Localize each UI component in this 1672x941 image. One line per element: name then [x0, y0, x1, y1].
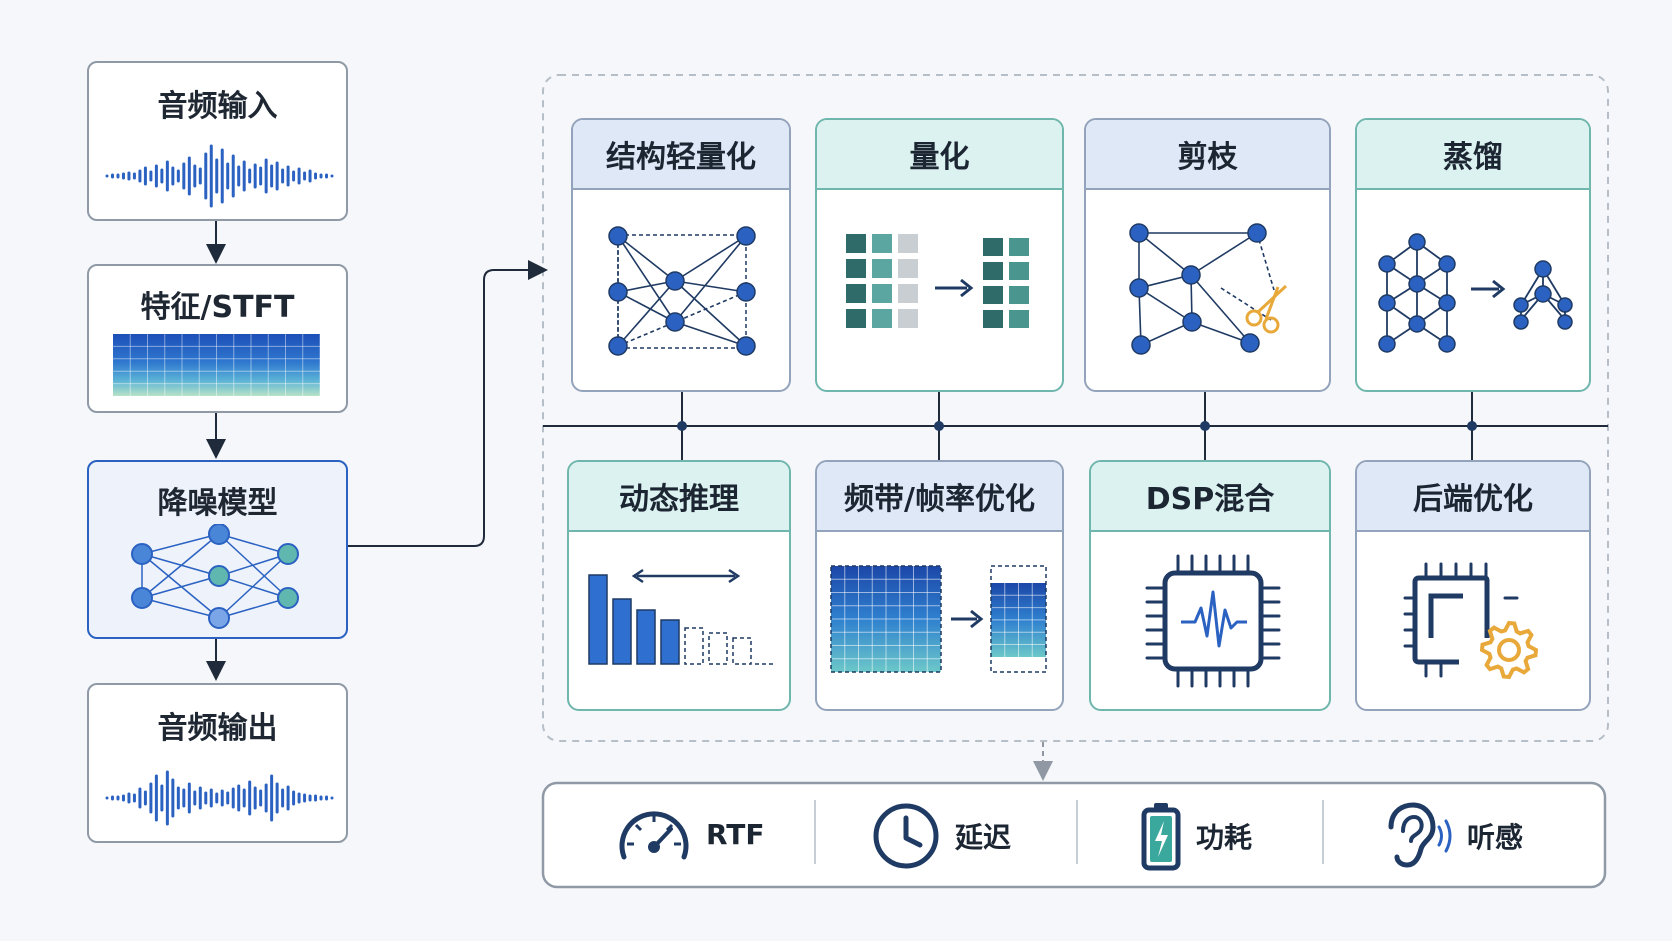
metric-divider: [1322, 800, 1324, 864]
card-title: 结构轻量化: [573, 120, 789, 190]
metric-divider: [814, 800, 816, 864]
band-reduction-icon: [830, 565, 1047, 673]
metric-label: 功耗: [1196, 821, 1253, 854]
metric-divider: [1076, 800, 1078, 864]
card-quantization: 量化: [815, 118, 1064, 392]
card-backend-optimization: 后端优化: [1355, 460, 1591, 711]
card-title: 频带/帧率优化: [817, 462, 1062, 532]
card-dsp-hybrid: DSP混合: [1089, 460, 1331, 711]
clock-icon: [873, 803, 939, 869]
dynamic-bars-icon: [588, 568, 776, 665]
audio-output-title: 音频输出: [157, 711, 278, 746]
speedometer-icon: [619, 811, 689, 860]
bus-junctions: [677, 421, 1477, 431]
card-pruning: 剪枝: [1084, 118, 1331, 392]
model-box: 降噪模型: [87, 460, 348, 639]
metric-label: RTF: [706, 817, 765, 851]
waveform-icon: [105, 770, 334, 826]
scissors-icon: [1245, 284, 1288, 334]
metric-power: 功耗: [1140, 799, 1252, 873]
feature-title: 特征/STFT: [140, 290, 295, 325]
metric-latency: 延迟: [871, 799, 1011, 873]
card-band-frame-rate: 频带/帧率优化: [815, 460, 1064, 711]
card-title: 动态推理: [569, 462, 789, 532]
waveform-icon: [105, 144, 334, 208]
card-title: 量化: [817, 120, 1062, 190]
metric-rtf: RTF: [616, 797, 765, 871]
arrow-model-to-techniques: [348, 260, 548, 547]
card-dynamic-inference: 动态推理: [567, 460, 791, 711]
card-structure-lightweight: 结构轻量化: [571, 118, 791, 392]
battery-icon: [1141, 803, 1181, 871]
audio-input-title: 音频输入: [157, 89, 278, 124]
audio-input-box: 音频输入: [87, 61, 348, 221]
metric-listening: 听感: [1377, 799, 1523, 873]
distillation-network-icon: [1378, 233, 1573, 353]
feature-box: 特征/STFT: [87, 264, 348, 413]
card-title: 剪枝: [1086, 120, 1329, 190]
ear-icon: [1388, 802, 1452, 868]
neural-network-icon: [131, 524, 299, 629]
metrics-frame: [541, 781, 1607, 889]
card-title: 蒸馏: [1357, 120, 1589, 190]
dsp-chip-icon: [1145, 554, 1281, 688]
card-title: 后端优化: [1357, 462, 1589, 532]
card-distillation: 蒸馏: [1355, 118, 1591, 392]
spectrogram-icon: [113, 334, 321, 396]
model-title: 降噪模型: [157, 486, 278, 521]
metric-label: 延迟: [955, 821, 1012, 854]
card-title: DSP混合: [1091, 462, 1329, 532]
metric-label: 听感: [1467, 821, 1524, 854]
pruning-scissors-icon: [1129, 223, 1288, 355]
audio-output-box: 音频输出: [87, 683, 348, 843]
gear-icon: [1479, 620, 1539, 680]
chip-gear-icon: [1403, 562, 1539, 680]
quantize-grid-icon: [846, 234, 1029, 328]
sparse-graph-icon: [608, 226, 756, 356]
